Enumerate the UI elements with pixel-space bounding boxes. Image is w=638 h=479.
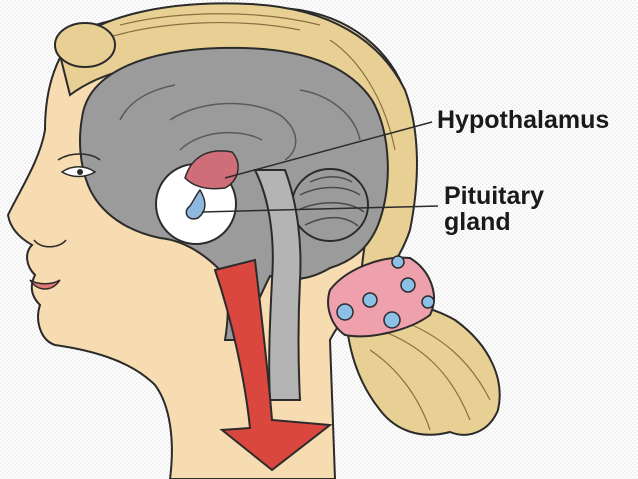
label-pituitary: Pituitary bbox=[444, 182, 545, 210]
pituitary-gland bbox=[185, 188, 206, 220]
scrunchie bbox=[327, 255, 435, 338]
leader-line-hypothalamus bbox=[224, 121, 433, 179]
brainstem bbox=[253, 169, 302, 401]
leader-line-pituitary bbox=[201, 205, 439, 213]
nose bbox=[33, 239, 67, 248]
downward-arrow bbox=[213, 258, 333, 472]
label-hypothalamus: Hypothalamus bbox=[437, 106, 610, 134]
hypothalamus bbox=[184, 150, 239, 190]
ear bbox=[54, 22, 116, 68]
cerebellum bbox=[291, 168, 369, 242]
lips bbox=[29, 279, 61, 290]
label-gland: gland bbox=[444, 208, 511, 236]
